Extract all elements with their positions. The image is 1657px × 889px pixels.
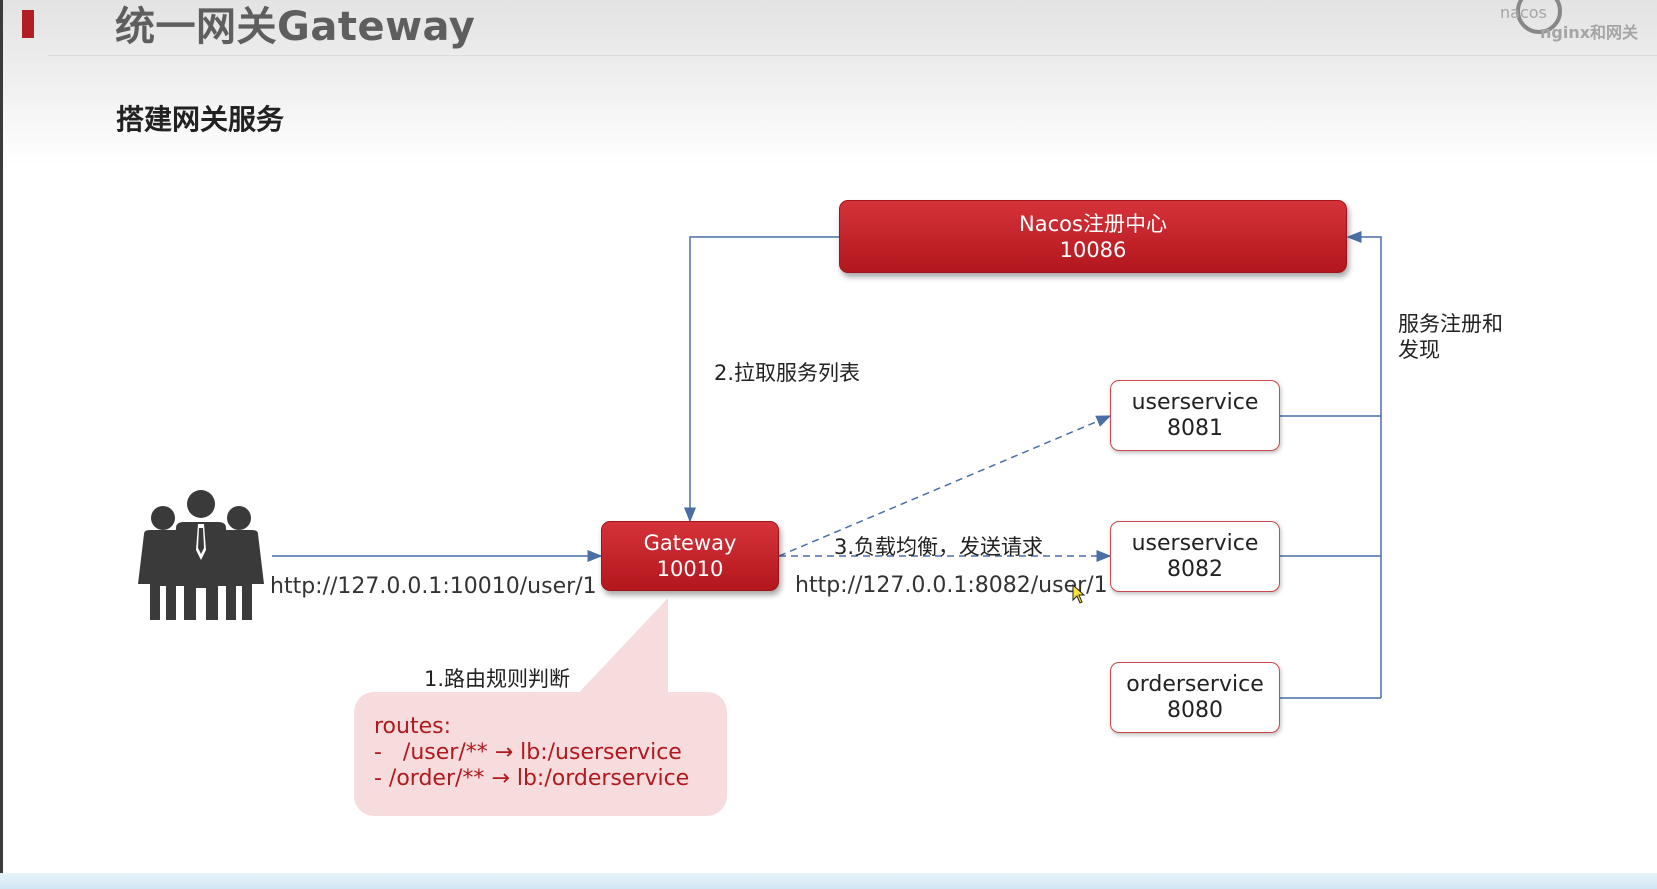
route-judge-label: 1.路由规则判断 [424,667,571,691]
callout-pointer [572,598,668,700]
load-balance-label: 3.负载均衡，发送请求 [834,535,1044,559]
mouse-cursor-icon [1072,584,1086,604]
service-name: orderservice [1126,671,1264,697]
footer-decoration [0,873,1657,889]
section-title: 搭建网关服务 [116,103,285,136]
service-port: 8082 [1167,556,1223,582]
window-edge [0,0,3,889]
people-icon [138,490,264,620]
watermark-text-2: nginx和网关 [1540,23,1639,42]
service-box-userservice-8082: userservice 8082 [1110,521,1280,592]
title-divider [48,55,1657,56]
service-name: userservice [1131,530,1259,556]
nacos-registry-box: Nacos注册中心 10086 [839,200,1347,273]
page-title: 统一网关Gateway [115,4,476,50]
register-discover-label: 服务注册和发现 [1398,312,1503,362]
watermark-text-1: nacos [1500,3,1547,22]
gateway-box: Gateway 10010 [601,521,779,591]
watermark-logo-icon [1516,0,1562,34]
title-accent-bar [22,10,34,38]
gateway-name: Gateway [643,531,737,555]
service-request-url: http://127.0.0.1:8082/user/1 [795,573,1108,598]
service-box-userservice-8081: userservice 8081 [1110,380,1280,451]
arrow-nacos-to-gateway [684,236,839,523]
routes-callout: routes: - /user/** → lb:/userservice - /… [354,692,727,816]
service-port: 8080 [1167,697,1223,723]
arrow-register-to-nacos [1346,231,1382,698]
service-port: 8081 [1167,415,1223,441]
service-name: userservice [1131,389,1259,415]
route-line-user: - /user/** → lb:/userservice [374,740,682,765]
nacos-port: 10086 [1059,237,1127,262]
routes-heading: routes: [374,714,451,739]
header-band [0,0,1657,165]
pull-service-list-label: 2.拉取服务列表 [714,361,861,385]
gateway-port: 10010 [656,557,724,581]
nacos-name: Nacos注册中心 [1019,211,1167,236]
service-box-orderservice-8080: orderservice 8080 [1110,662,1280,733]
client-request-url: http://127.0.0.1:10010/user/1 [270,574,597,599]
watermark: nacos nginx和网关 [1500,0,1657,50]
route-line-order: - /order/** → lb:/orderservice [374,766,690,791]
